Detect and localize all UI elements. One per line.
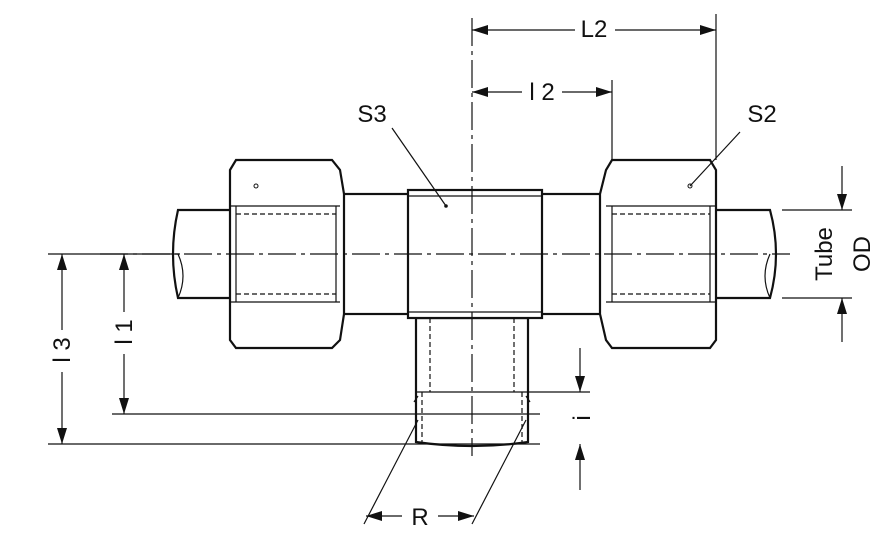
dimension-L2: [472, 14, 717, 160]
leader-S2: [689, 131, 741, 187]
label-tube: Tube: [811, 227, 838, 281]
label-l1: l 1: [111, 319, 138, 344]
dimension-l1: [112, 254, 540, 415]
dimension-i: [528, 348, 590, 490]
dimension-tube-od: [782, 166, 852, 342]
label-L2: L2: [581, 16, 608, 43]
dimension-R: [363, 419, 527, 525]
dimension-l2: [472, 78, 613, 160]
label-l2: l 2: [529, 79, 554, 106]
leader-S3: [391, 127, 447, 207]
label-i: i: [569, 415, 596, 420]
label-od: OD: [849, 236, 876, 272]
dimension-l3: [48, 253, 540, 445]
label-S2: S2: [747, 101, 776, 128]
label-R: R: [411, 504, 428, 531]
label-l3: l 3: [49, 337, 76, 362]
label-S3: S3: [357, 101, 386, 128]
